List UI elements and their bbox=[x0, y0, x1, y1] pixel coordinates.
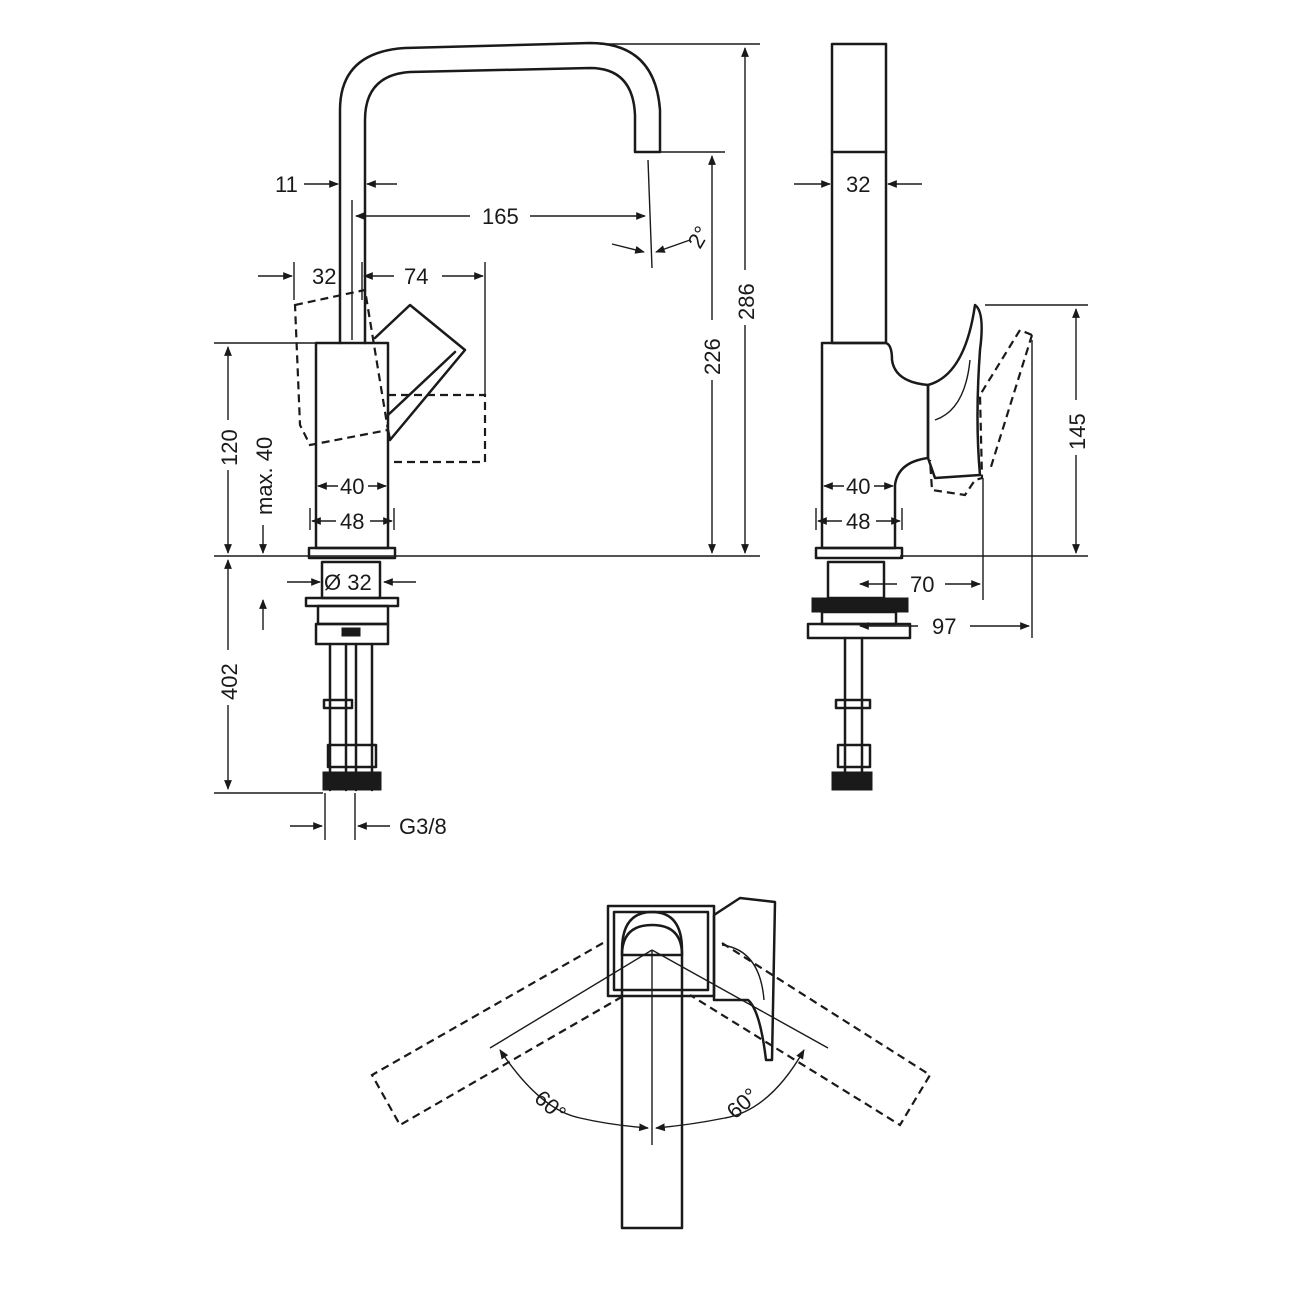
front-handle bbox=[373, 303, 467, 442]
dim-32-side: 32 bbox=[846, 172, 870, 197]
side-base-flange bbox=[814, 546, 904, 560]
front-mount-washer bbox=[314, 622, 390, 646]
dim-2-degree: 2° bbox=[683, 222, 715, 253]
front-hose-fitting bbox=[326, 743, 378, 769]
side-mount-plate bbox=[820, 610, 898, 626]
front-dimensions: 11 165 2° 32 74 226 286 120 bbox=[214, 43, 760, 840]
front-hose-nut bbox=[322, 771, 382, 791]
side-hose-nut bbox=[831, 771, 873, 791]
side-spout-upper bbox=[830, 42, 888, 154]
dim-g3-8: G3/8 bbox=[399, 814, 447, 839]
top-body-outline bbox=[606, 904, 716, 998]
dim-diameter-32: Ø 32 bbox=[324, 570, 372, 595]
dim-120: 120 bbox=[217, 429, 242, 466]
side-view bbox=[806, 42, 1034, 791]
front-mount-nut bbox=[316, 604, 390, 626]
dim-48-front: 48 bbox=[340, 509, 364, 534]
dim-60-left: 60° bbox=[530, 1085, 571, 1126]
side-mount-nut bbox=[811, 597, 909, 613]
dim-11: 11 bbox=[275, 172, 298, 197]
front-view bbox=[293, 41, 662, 792]
side-hose-fitting bbox=[836, 743, 872, 769]
front-handle-dashed-left bbox=[293, 288, 390, 447]
front-handle-dashed-right bbox=[388, 393, 487, 464]
dim-40-side: 40 bbox=[846, 474, 870, 499]
dim-32-handle: 32 bbox=[312, 264, 336, 289]
front-spout-outer bbox=[338, 41, 662, 345]
top-view bbox=[370, 896, 932, 1230]
side-body bbox=[820, 341, 930, 550]
dim-165: 165 bbox=[482, 204, 519, 229]
dim-97: 97 bbox=[932, 614, 956, 639]
top-lever-dashed-left bbox=[370, 942, 626, 1127]
dim-226: 226 bbox=[700, 338, 725, 375]
dim-286: 286 bbox=[734, 283, 759, 320]
dim-74: 74 bbox=[404, 264, 428, 289]
top-lever-dashed-right bbox=[689, 942, 932, 1127]
side-mount-washer bbox=[806, 622, 912, 640]
dim-70: 70 bbox=[910, 572, 934, 597]
top-lever bbox=[712, 896, 777, 1062]
side-shank-top bbox=[826, 560, 886, 600]
dim-48-side: 48 bbox=[846, 509, 870, 534]
dim-max-40: max. 40 bbox=[252, 437, 277, 515]
dim-145: 145 bbox=[1065, 413, 1090, 450]
side-dimensions: 32 145 40 48 70 97 bbox=[794, 172, 1090, 639]
front-base-flange bbox=[307, 546, 397, 560]
side-lever-dashed bbox=[928, 328, 1033, 497]
dim-40-front: 40 bbox=[340, 474, 364, 499]
side-lever bbox=[926, 303, 983, 480]
dim-402: 402 bbox=[217, 663, 242, 700]
